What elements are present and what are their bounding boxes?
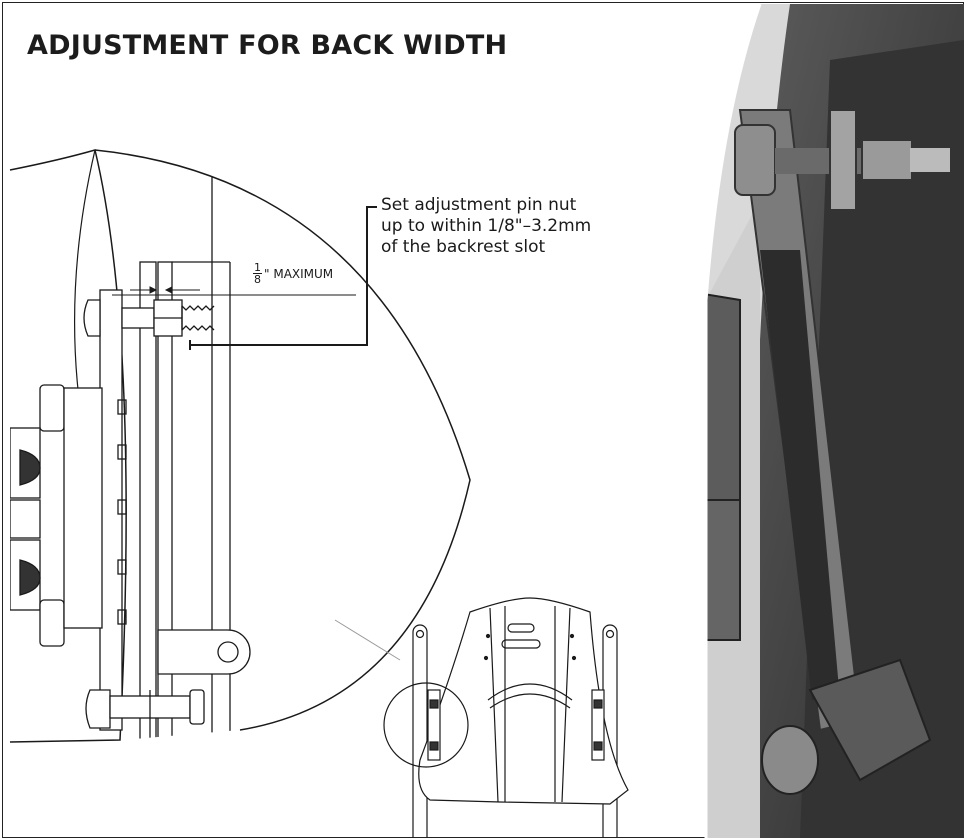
zoom-connector [334, 619, 401, 661]
callout-line-1: Set adjustment pin nut [381, 195, 577, 215]
callout-note: Set adjustment pin nut up to within 1/8"… [381, 195, 611, 258]
magnified-detail [9, 149, 471, 743]
dimension-line [112, 286, 356, 296]
dimension-suffix: " MAXIMUM [264, 266, 334, 281]
fraction-numerator: 1 [253, 261, 262, 274]
callout-line-3: of the backrest slot [381, 237, 546, 257]
dimension-label: 1 8 " MAXIMUM [253, 262, 333, 285]
callout-leader [189, 206, 377, 350]
hardware-photo [706, 4, 964, 838]
fraction: 1 8 [253, 262, 262, 285]
overview-drawing [383, 597, 629, 838]
fraction-denominator: 8 [254, 273, 261, 286]
page-title: ADJUSTMENT FOR BACK WIDTH [27, 30, 508, 61]
callout-line-2: up to within 1/8"–3.2mm [381, 216, 592, 236]
